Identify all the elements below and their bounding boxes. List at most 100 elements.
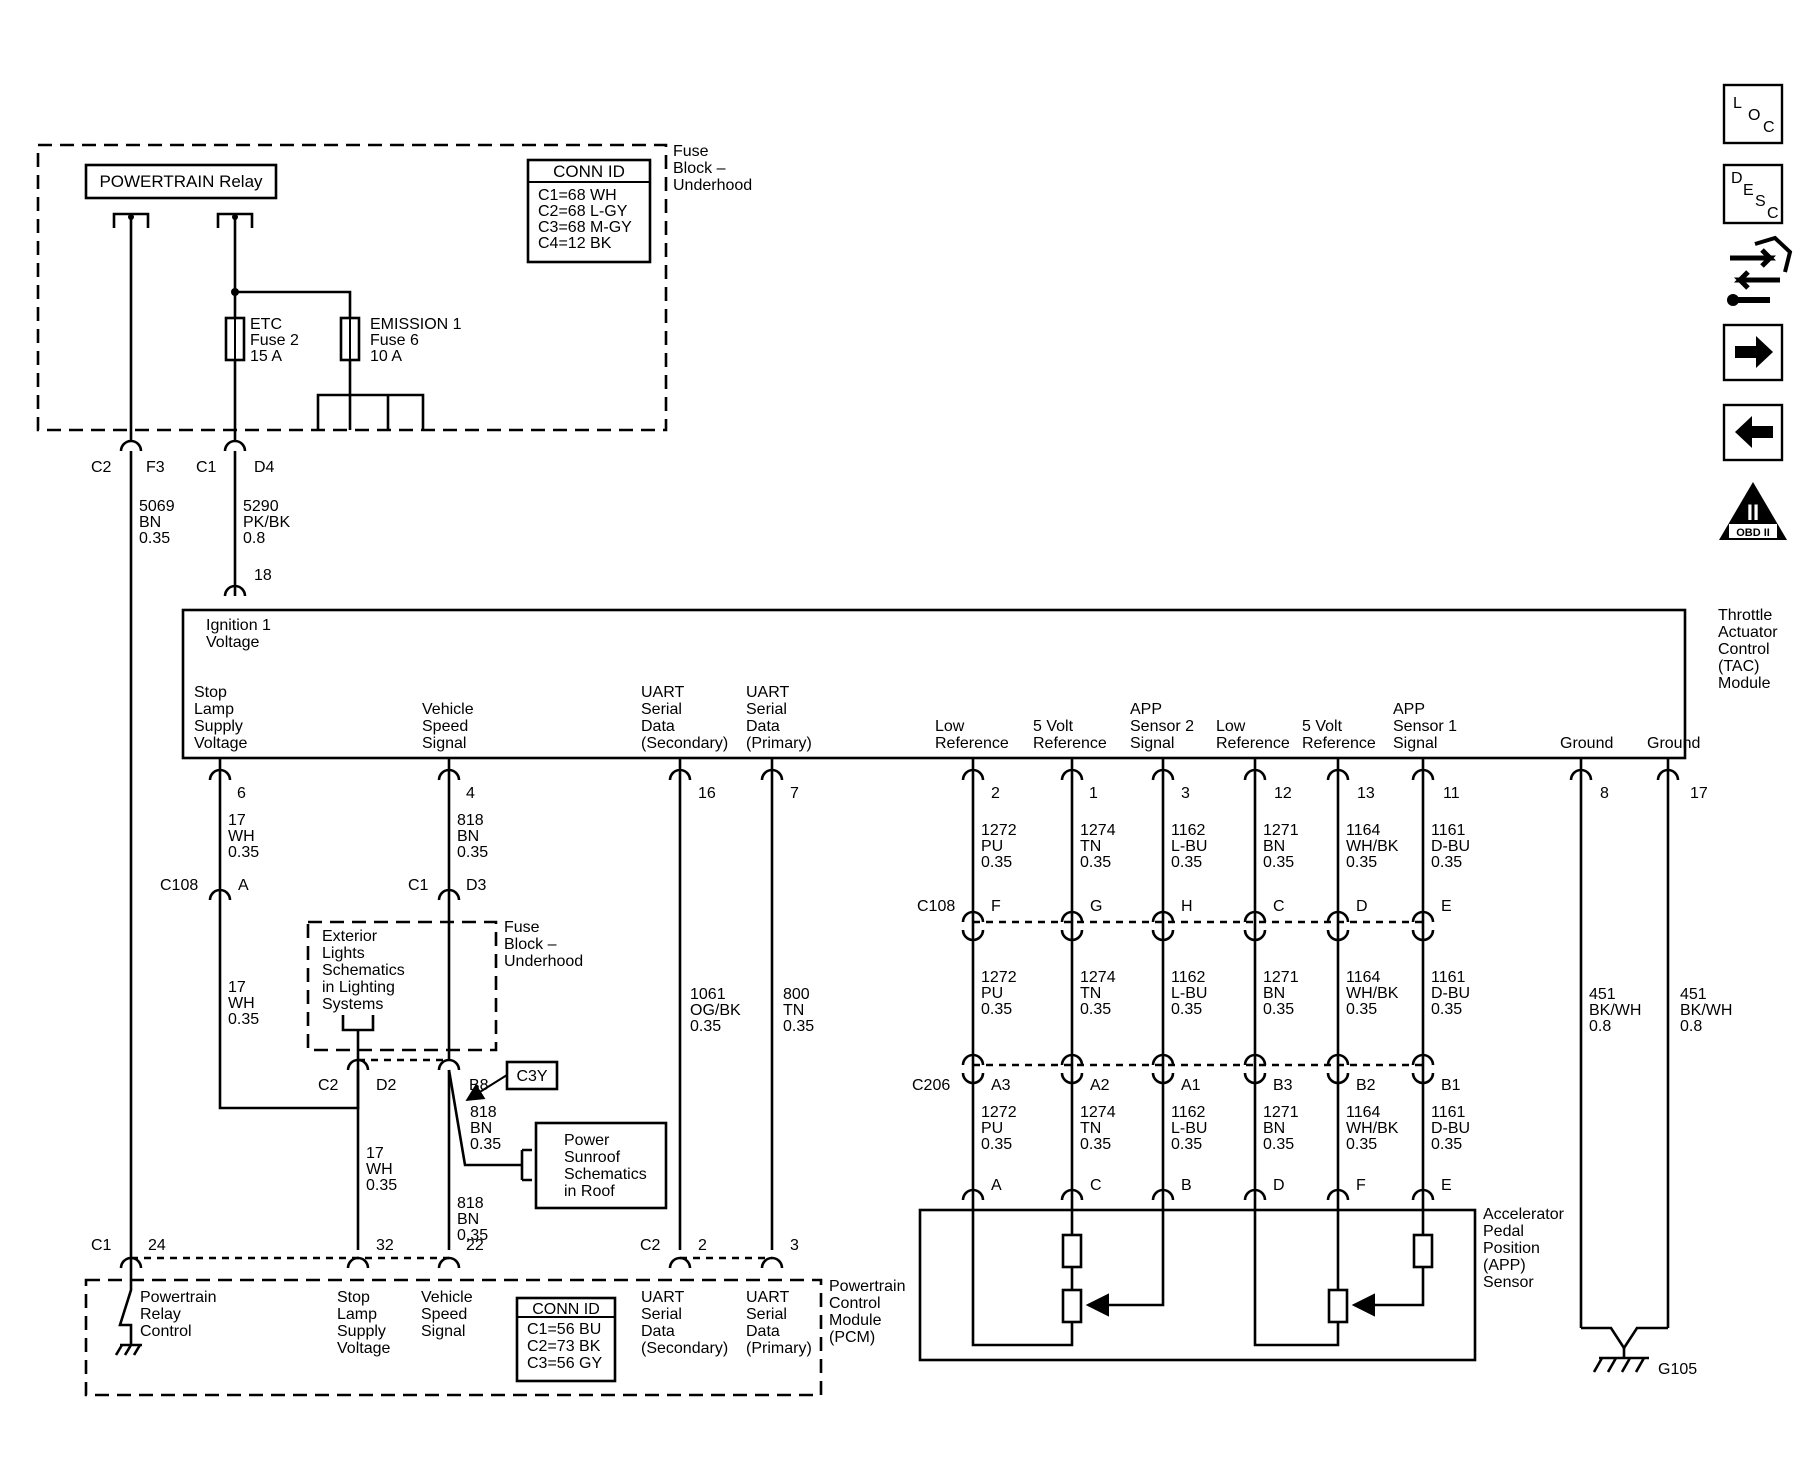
svg-text:Serial: Serial [641,701,682,718]
exterior-lights-note: Exterior Lights Schematics in Lighting S… [322,928,405,1013]
svg-text:Lamp: Lamp [337,1306,377,1323]
svg-text:11: 11 [1443,785,1460,802]
svg-text:D: D [1356,898,1368,915]
svg-text:Data: Data [746,1323,780,1340]
svg-text:(PCM): (PCM) [829,1329,875,1346]
wire-800-label: 800 TN 0.35 [783,986,814,1035]
svg-text:Serial: Serial [641,1306,682,1323]
svg-text:0.35: 0.35 [981,1001,1012,1018]
svg-text:818: 818 [470,1104,497,1121]
svg-text:C: C [1763,119,1775,136]
svg-text:0.8: 0.8 [1589,1018,1611,1035]
svg-text:Ground: Ground [1560,735,1613,752]
svg-text:0.35: 0.35 [1080,854,1111,871]
tools-icon[interactable] [1727,235,1793,306]
conn-c108-pin-a: A [238,877,249,894]
app-sensor-title: Accelerator Pedal Position (APP) Sensor [1483,1206,1565,1291]
svg-text:4: 4 [466,785,475,802]
app-wire-group: FA3A1272PU0.351272PU0.351272PU0.35GA2C12… [961,780,1470,1201]
svg-text:1271: 1271 [1263,822,1299,839]
svg-text:D-BU: D-BU [1431,1120,1470,1137]
svg-text:22: 22 [466,1237,484,1254]
svg-text:Fuse 6: Fuse 6 [370,332,419,349]
next-page-button[interactable] [1722,323,1784,382]
svg-text:E: E [1743,182,1754,199]
loc-button[interactable]: L O C [1722,83,1784,145]
conn-c1: C1 [196,459,217,476]
svg-text:BN: BN [470,1120,492,1137]
svg-text:Signal: Signal [421,1323,465,1340]
svg-text:Relay: Relay [140,1306,181,1323]
svg-text:(Primary): (Primary) [746,1340,812,1357]
svg-text:C4=12 BK: C4=12 BK [538,235,612,252]
svg-text:Powertrain: Powertrain [829,1278,905,1295]
svg-text:OBD II: OBD II [1736,527,1770,539]
svg-text:II: II [1747,500,1759,525]
svg-text:Low: Low [1216,718,1246,735]
svg-text:0.35: 0.35 [1346,854,1377,871]
svg-text:Sensor 1: Sensor 1 [1393,718,1457,735]
svg-text:Signal: Signal [422,735,466,752]
svg-text:0.35: 0.35 [1171,1001,1202,1018]
svg-text:13: 13 [1357,785,1375,802]
svg-text:0.35: 0.35 [1080,1001,1111,1018]
svg-text:A: A [991,1177,1002,1194]
svg-text:Vehicle: Vehicle [422,701,474,718]
svg-text:0.35: 0.35 [1431,1001,1462,1018]
svg-text:Control: Control [1718,641,1770,658]
pcm-labels: Powertrain Relay Control Stop Lamp Suppl… [140,1289,812,1357]
wire-1061-label: 1061 OG/BK 0.35 [690,986,741,1035]
svg-text:7: 7 [790,785,799,802]
svg-text:1271: 1271 [1263,969,1299,986]
svg-text:UART: UART [746,684,789,701]
svg-text:1272: 1272 [981,969,1017,986]
svg-text:0.8: 0.8 [1680,1018,1702,1035]
conn-c108-left: C108 [160,877,198,894]
pcm-ground-icon [114,1343,142,1356]
svg-text:5 Volt: 5 Volt [1302,718,1343,735]
fuse-block-title: Fuse Block – Underhood [673,143,752,194]
svg-text:APP: APP [1393,701,1425,718]
svg-text:Systems: Systems [322,996,383,1013]
obd-ii-icon[interactable]: II OBD II [1719,482,1787,540]
wire-818-b-label: 818 BN 0.35 [470,1104,501,1153]
tac-ignition-label: Ignition 1 Voltage [206,617,271,651]
fuse-block-2-outline [306,920,498,1052]
svg-text:PK/BK: PK/BK [243,514,290,531]
svg-text:Speed: Speed [421,1306,467,1323]
svg-text:in Roof: in Roof [564,1183,615,1200]
powertrain-relay-label: POWERTRAIN Relay [99,172,263,191]
svg-text:1162: 1162 [1171,969,1206,986]
svg-text:Data: Data [641,718,675,735]
svg-text:E: E [1441,1177,1452,1194]
app-sensor-box [918,1208,1477,1362]
svg-text:BN: BN [1263,985,1285,1002]
svg-text:L-BU: L-BU [1171,985,1207,1002]
tac-pin-18: 18 [254,567,272,584]
wire-5069-label: 5069 BN 0.35 [139,498,175,547]
svg-text:0.35: 0.35 [139,530,170,547]
svg-text:0.35: 0.35 [457,844,488,861]
relay-control-switch [118,1268,133,1345]
desc-button[interactable]: D E S C [1722,163,1784,225]
svg-text:24: 24 [148,1237,166,1254]
svg-text:Voltage: Voltage [337,1340,390,1357]
fuse-etc-label: ETC Fuse 2 15 A [250,316,299,365]
svg-text:1162: 1162 [1171,822,1206,839]
svg-text:17: 17 [366,1145,384,1162]
svg-text:1: 1 [1089,785,1098,802]
svg-text:C2=68 L-GY: C2=68 L-GY [538,203,628,220]
svg-text:10 A: 10 A [370,348,402,365]
svg-text:BN: BN [1263,838,1285,855]
prev-page-button[interactable] [1722,403,1784,462]
tac-connectors: 6 4 16 7 2 1 3 12 13 11 8 17 [208,758,1708,802]
pcm-conn-id: CONN ID C1=56 BU C2=73 BK C3=56 GY [515,1296,617,1383]
svg-text:1272: 1272 [981,822,1017,839]
svg-text:Powertrain: Powertrain [140,1289,216,1306]
svg-text:BN: BN [139,514,161,531]
svg-text:WH: WH [228,828,255,845]
svg-text:Reference: Reference [935,735,1009,752]
svg-text:Data: Data [746,718,780,735]
